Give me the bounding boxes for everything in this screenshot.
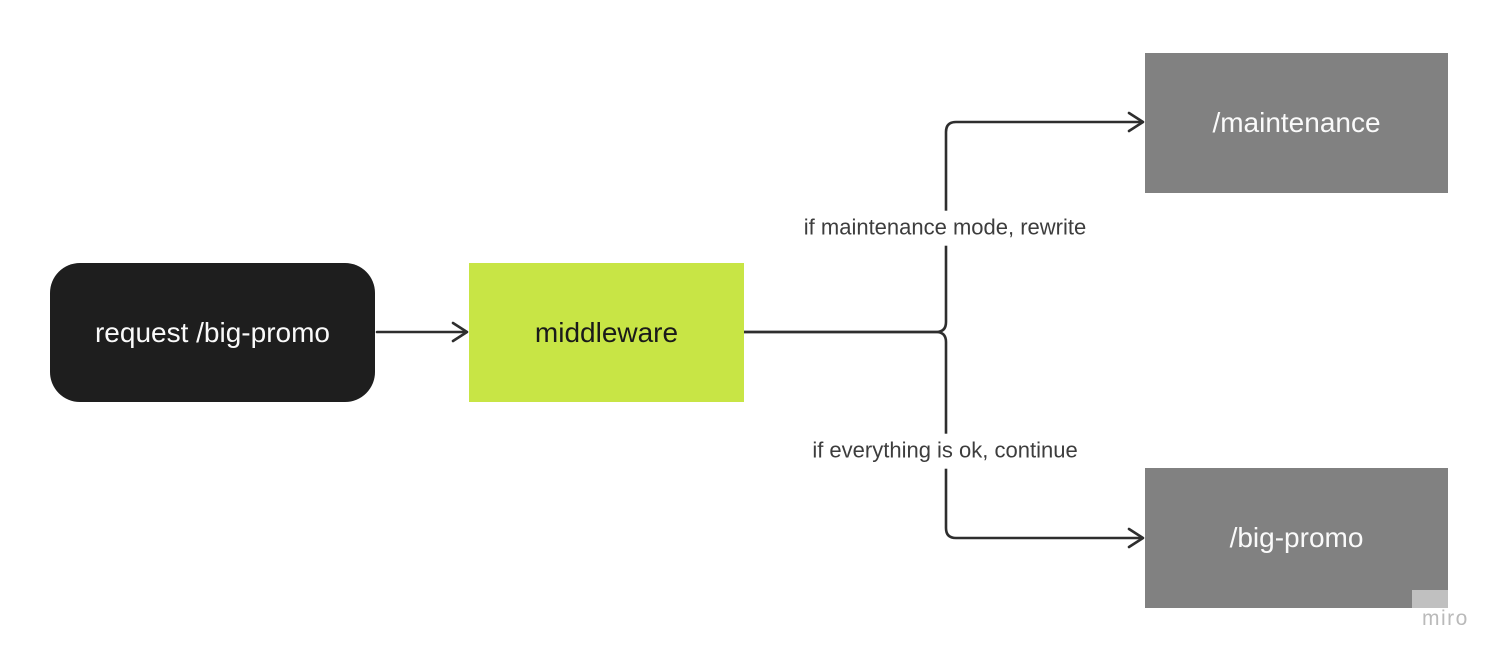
arrowhead-icon: [1127, 111, 1145, 133]
node-big-promo[interactable]: /big-promo: [1145, 468, 1448, 608]
miro-watermark: miro: [1422, 607, 1469, 630]
node-maintenance[interactable]: /maintenance: [1145, 53, 1448, 193]
node-label: /big-promo: [1229, 522, 1364, 553]
node-request-big-promo[interactable]: request /big-promo: [50, 263, 375, 402]
node-label: request /big-promo: [94, 316, 330, 348]
arrowhead-icon: [451, 321, 469, 343]
node-label: middleware: [534, 316, 679, 348]
edge-label-continue[interactable]: if everything is ok, continue: [804, 433, 1086, 469]
connector-request-to-middleware[interactable]: [375, 321, 469, 343]
node-label: /maintenance: [1212, 107, 1381, 138]
edge-label-maintenance[interactable]: if maintenance mode, rewrite: [795, 210, 1095, 246]
arrowhead-icon: [1127, 527, 1145, 549]
watermark-background: [1412, 590, 1448, 608]
node-middleware[interactable]: middleware: [469, 263, 744, 402]
